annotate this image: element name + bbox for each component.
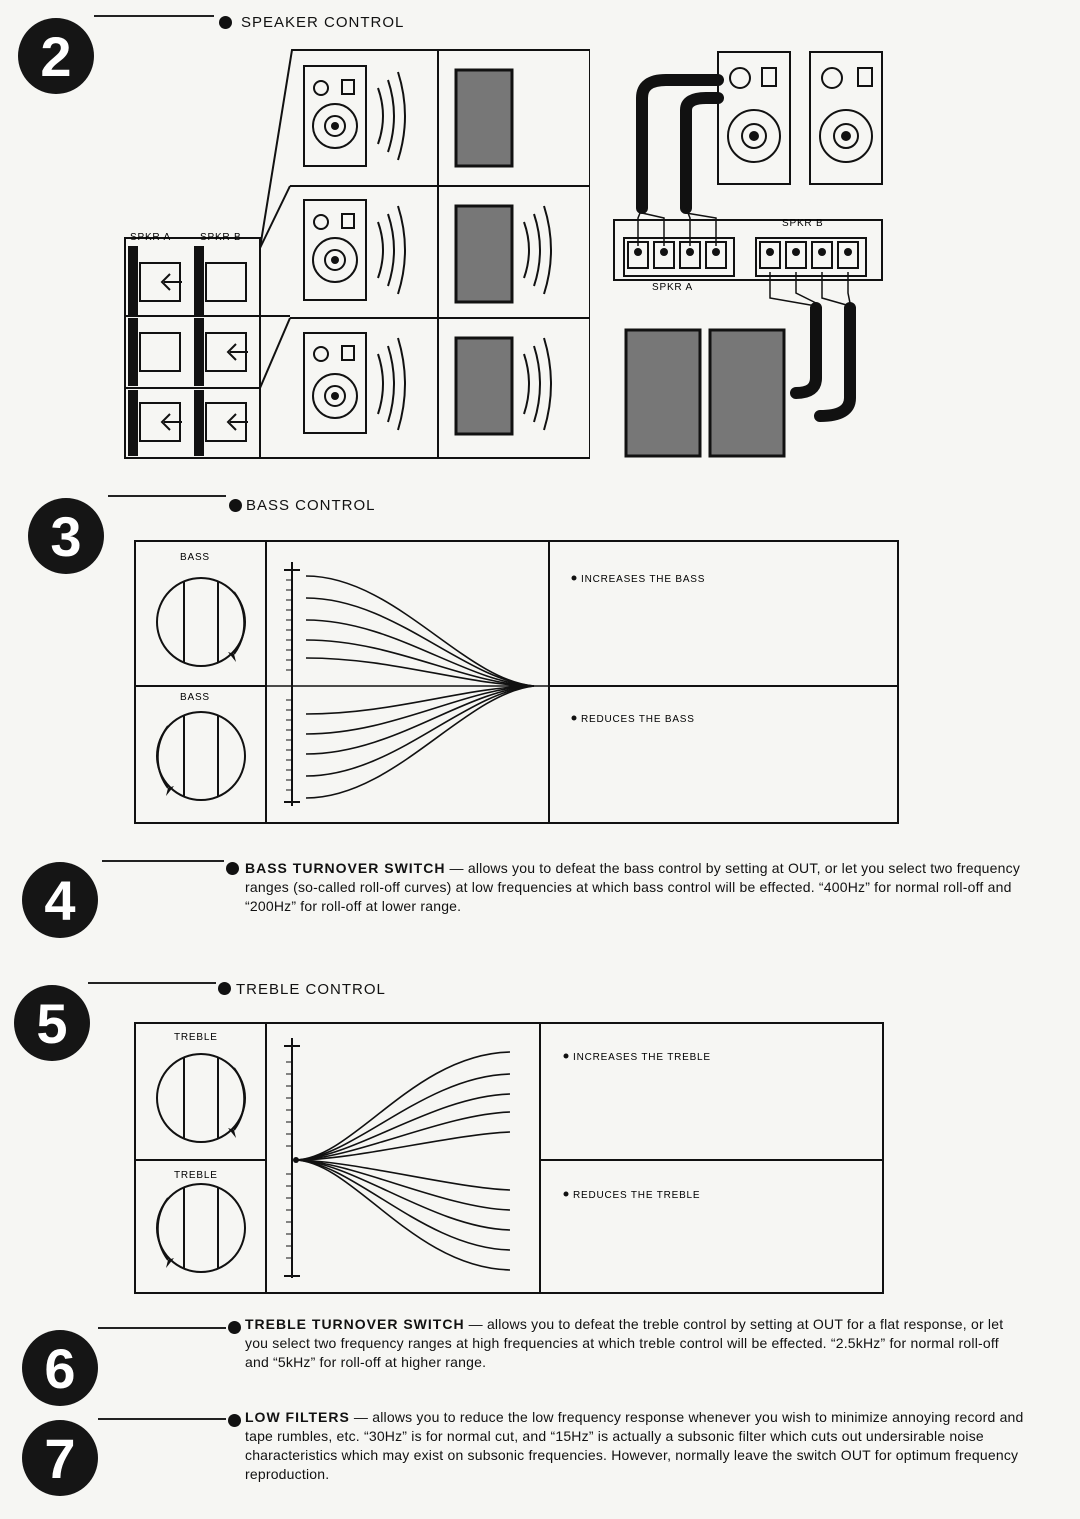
bullet-dot [219, 16, 232, 29]
section-2-badge: 2 [18, 18, 94, 94]
bass-turnover-term: BASS TURNOVER SWITCH [245, 860, 446, 876]
bullet-dot [218, 982, 231, 995]
bullet-dot [226, 862, 239, 875]
bass-turnover-paragraph: BASS TURNOVER SWITCH — allows you to def… [245, 859, 1040, 916]
low-filters-paragraph: LOW FILTERS — allows you to reduce the l… [245, 1408, 1025, 1484]
speaker-wiring-diagram: SPKR B SPKR A [613, 51, 883, 458]
leader-line [88, 982, 216, 984]
reduces-treble-label: REDUCES THE TREBLE [573, 1190, 700, 1201]
bass-knob-label-top: BASS [180, 552, 210, 563]
reduces-bass-label: REDUCES THE BASS [581, 714, 695, 725]
low-filters-text: — allows you to reduce the low frequency… [245, 1409, 1024, 1482]
section-5-badge: 5 [14, 985, 90, 1061]
bullet-dot [228, 1321, 241, 1334]
speaker-switch-diagram: SPKR A SPKR B [124, 49, 590, 459]
spkr-a-wiring-label: SPKR A [652, 282, 693, 293]
treble-control-heading: TREBLE CONTROL [236, 981, 386, 998]
spkr-b-wiring-label: SPKR B [782, 218, 823, 229]
treble-knob-label-top: TREBLE [174, 1032, 218, 1043]
bass-turnover-text: — allows you to defeat the bass control … [245, 860, 1021, 914]
treble-turnover-term: TREBLE TURNOVER SWITCH [245, 1316, 465, 1332]
low-filters-term: LOW FILTERS [245, 1409, 350, 1425]
leader-line [98, 1327, 226, 1329]
treble-control-diagram: TREBLE TREBLE INCREASES THE TREBLE REDUC… [134, 1022, 884, 1294]
increases-treble-label: INCREASES THE TREBLE [573, 1052, 711, 1063]
leader-line [108, 495, 226, 497]
treble-turnover-paragraph: TREBLE TURNOVER SWITCH — allows you to d… [245, 1315, 1025, 1372]
bass-control-heading: BASS CONTROL [246, 497, 376, 514]
bass-control-diagram: BASS BASS INCREASES THE BASS REDUCES THE… [134, 540, 899, 824]
bullet-dot [228, 1414, 241, 1427]
section-7-badge: 7 [22, 1420, 98, 1496]
increases-bass-label: INCREASES THE BASS [581, 574, 705, 585]
spkr-b-label: SPKR B [200, 232, 241, 243]
bullet-dot [229, 499, 242, 512]
spkr-a-label: SPKR A [130, 232, 171, 243]
leader-line [94, 15, 214, 17]
leader-line [98, 1418, 226, 1420]
speaker-control-heading: SPEAKER CONTROL [241, 14, 405, 31]
treble-turnover-text: — allows you to defeat the treble contro… [245, 1316, 1004, 1370]
treble-knob-label-bottom: TREBLE [174, 1170, 218, 1181]
bass-knob-label-bottom: BASS [180, 692, 210, 703]
section-4-badge: 4 [22, 862, 98, 938]
leader-line [102, 860, 224, 862]
section-3-badge: 3 [28, 498, 104, 574]
section-6-badge: 6 [22, 1330, 98, 1406]
